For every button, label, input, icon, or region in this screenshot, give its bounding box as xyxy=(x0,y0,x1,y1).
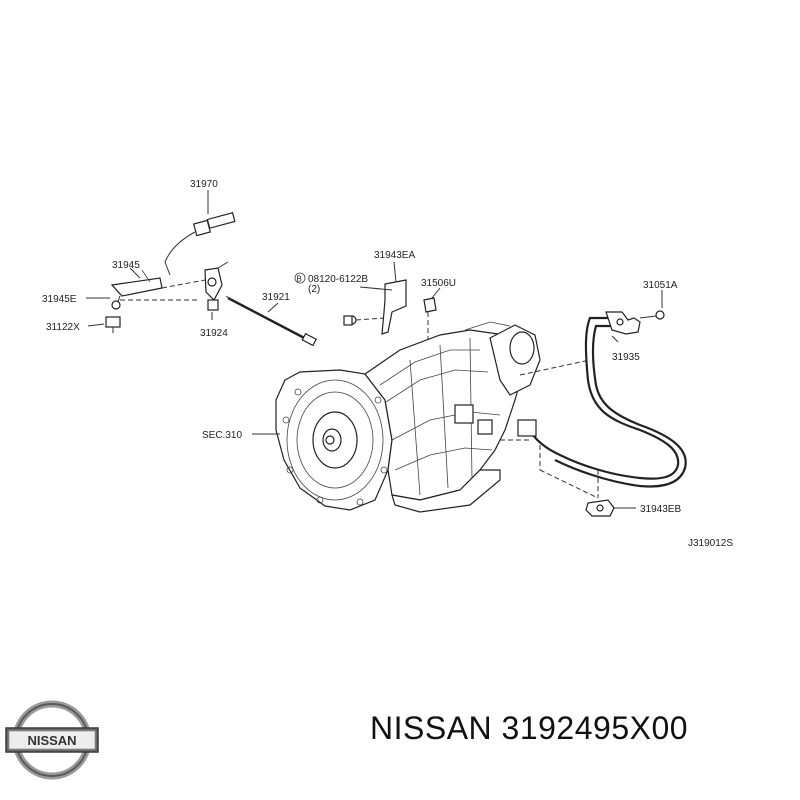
wiring-harness-part xyxy=(517,310,687,499)
label-31943eb: 31943EB xyxy=(640,504,681,515)
label-08120: 08120-6122B xyxy=(308,274,368,285)
label-31924: 31924 xyxy=(200,328,228,339)
label-31506u: 31506U xyxy=(421,278,456,289)
label-31945e: 31945E xyxy=(42,294,77,305)
leader-lines xyxy=(86,190,663,509)
label-31935: 31935 xyxy=(612,352,640,363)
diagram-code: J319012S xyxy=(688,538,733,549)
label-31970: 31970 xyxy=(190,179,218,190)
label-31051a: 31051A xyxy=(643,280,678,291)
bolt-symbol-circle xyxy=(294,272,306,284)
control-rod-part xyxy=(225,295,317,347)
bracket-31943ea-part xyxy=(343,279,407,335)
label-31945: 31945 xyxy=(112,260,140,271)
label-31943ea: 31943EA xyxy=(374,250,415,261)
part-number-caption: NISSAN 3192495X00 xyxy=(370,710,689,746)
label-31921: 31921 xyxy=(262,292,290,303)
label-08120-qty: (2) xyxy=(308,284,320,295)
bolt-symbol-letter: B xyxy=(297,275,302,284)
clip-31943eb-part xyxy=(585,499,615,517)
control-cable-part xyxy=(164,192,236,276)
logo-wordmark: NISSAN xyxy=(27,733,76,748)
label-31122x: 31122X xyxy=(46,322,80,333)
transmission-assembly xyxy=(275,321,591,513)
nissan-logo: NISSAN xyxy=(5,700,99,780)
lever-part xyxy=(204,261,229,311)
label-sec-310: SEC.310 xyxy=(202,430,242,441)
bracket-part xyxy=(105,269,206,333)
